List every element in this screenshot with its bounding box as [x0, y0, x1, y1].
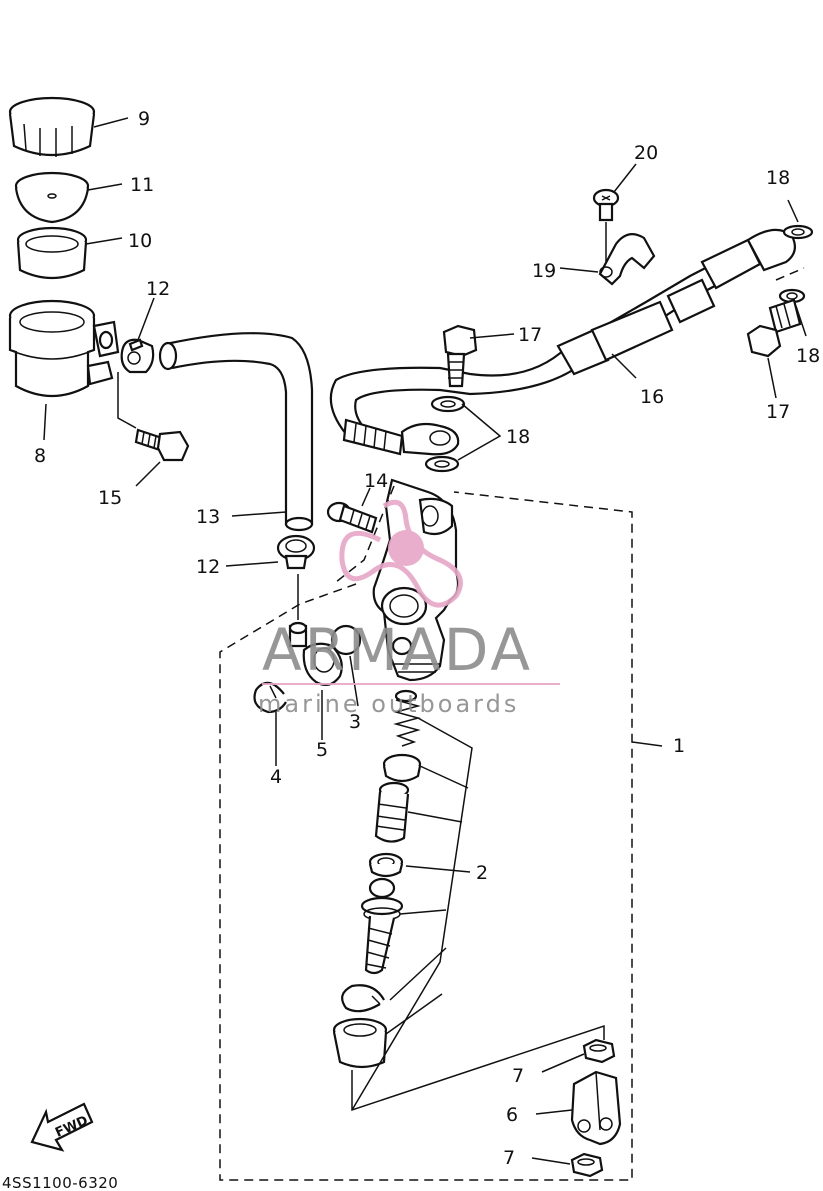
washer-18-a	[430, 395, 466, 413]
label-part-6: 6	[506, 1104, 518, 1126]
label-part-17-left: 17	[518, 324, 542, 346]
hose-clamp-lower	[276, 534, 316, 570]
washer-18-b	[424, 455, 460, 473]
hose-13	[158, 332, 314, 532]
label-part-12-upper: 12	[146, 278, 170, 300]
diagram-code: 4SS1100-6320	[2, 1174, 118, 1191]
circlip-4	[253, 681, 287, 714]
label-part-15: 15	[98, 487, 122, 509]
washer-18-c	[782, 224, 814, 240]
cup	[368, 852, 404, 878]
label-part-7-upper: 7	[512, 1065, 524, 1087]
label-part-17-right: 17	[766, 401, 790, 423]
label-part-9: 9	[138, 108, 150, 130]
push-rod	[360, 877, 404, 975]
watermark-title: ARMADA	[262, 616, 533, 684]
screw-20	[592, 188, 620, 222]
reservoir-tank	[8, 299, 120, 397]
bolt-17-left	[442, 324, 478, 388]
spring	[393, 689, 421, 747]
nut-7-upper	[582, 1038, 616, 1064]
boot	[332, 1017, 388, 1069]
label-part-13: 13	[196, 506, 220, 528]
label-part-12-lower: 12	[196, 556, 220, 578]
diaphragm-plate	[14, 171, 90, 224]
label-part-2: 2	[476, 862, 488, 884]
watermark-logo: ARMADA marine outboards	[258, 499, 560, 718]
bolt-14	[326, 501, 378, 534]
label-part-18-top: 18	[766, 167, 790, 189]
label-part-10: 10	[128, 230, 152, 252]
piston	[374, 781, 410, 843]
label-part-18-left: 18	[506, 426, 530, 448]
brake-hose-16	[329, 228, 797, 456]
label-part-4: 4	[270, 766, 282, 788]
hose-fitting-5	[288, 621, 343, 687]
label-part-5: 5	[316, 739, 328, 761]
label-part-7-lower: 7	[503, 1147, 515, 1169]
nut-7-lower	[570, 1152, 604, 1178]
bolt-17-right	[746, 298, 802, 358]
clevis-6	[570, 1070, 622, 1146]
bolt-15	[134, 428, 190, 462]
hose-guide-19	[598, 233, 656, 286]
o-ring-3	[330, 624, 362, 656]
label-part-18-right: 18	[796, 345, 820, 367]
hose-clamp-upper	[120, 338, 155, 374]
label-part-16: 16	[640, 386, 664, 408]
watermark-subtitle: marine outboards	[258, 690, 519, 718]
label-part-8: 8	[34, 445, 46, 467]
label-part-11: 11	[130, 174, 154, 196]
fwd-arrow-icon: FWD	[30, 1102, 94, 1152]
label-part-14: 14	[364, 470, 388, 492]
spring-seat	[382, 753, 422, 783]
label-part-1: 1	[673, 735, 685, 757]
label-part-3: 3	[349, 711, 361, 733]
diaphragm	[16, 226, 88, 280]
reservoir-cap	[8, 96, 96, 157]
circlip-2	[341, 984, 385, 1013]
label-part-20: 20	[634, 142, 658, 164]
label-part-19: 19	[532, 260, 556, 282]
